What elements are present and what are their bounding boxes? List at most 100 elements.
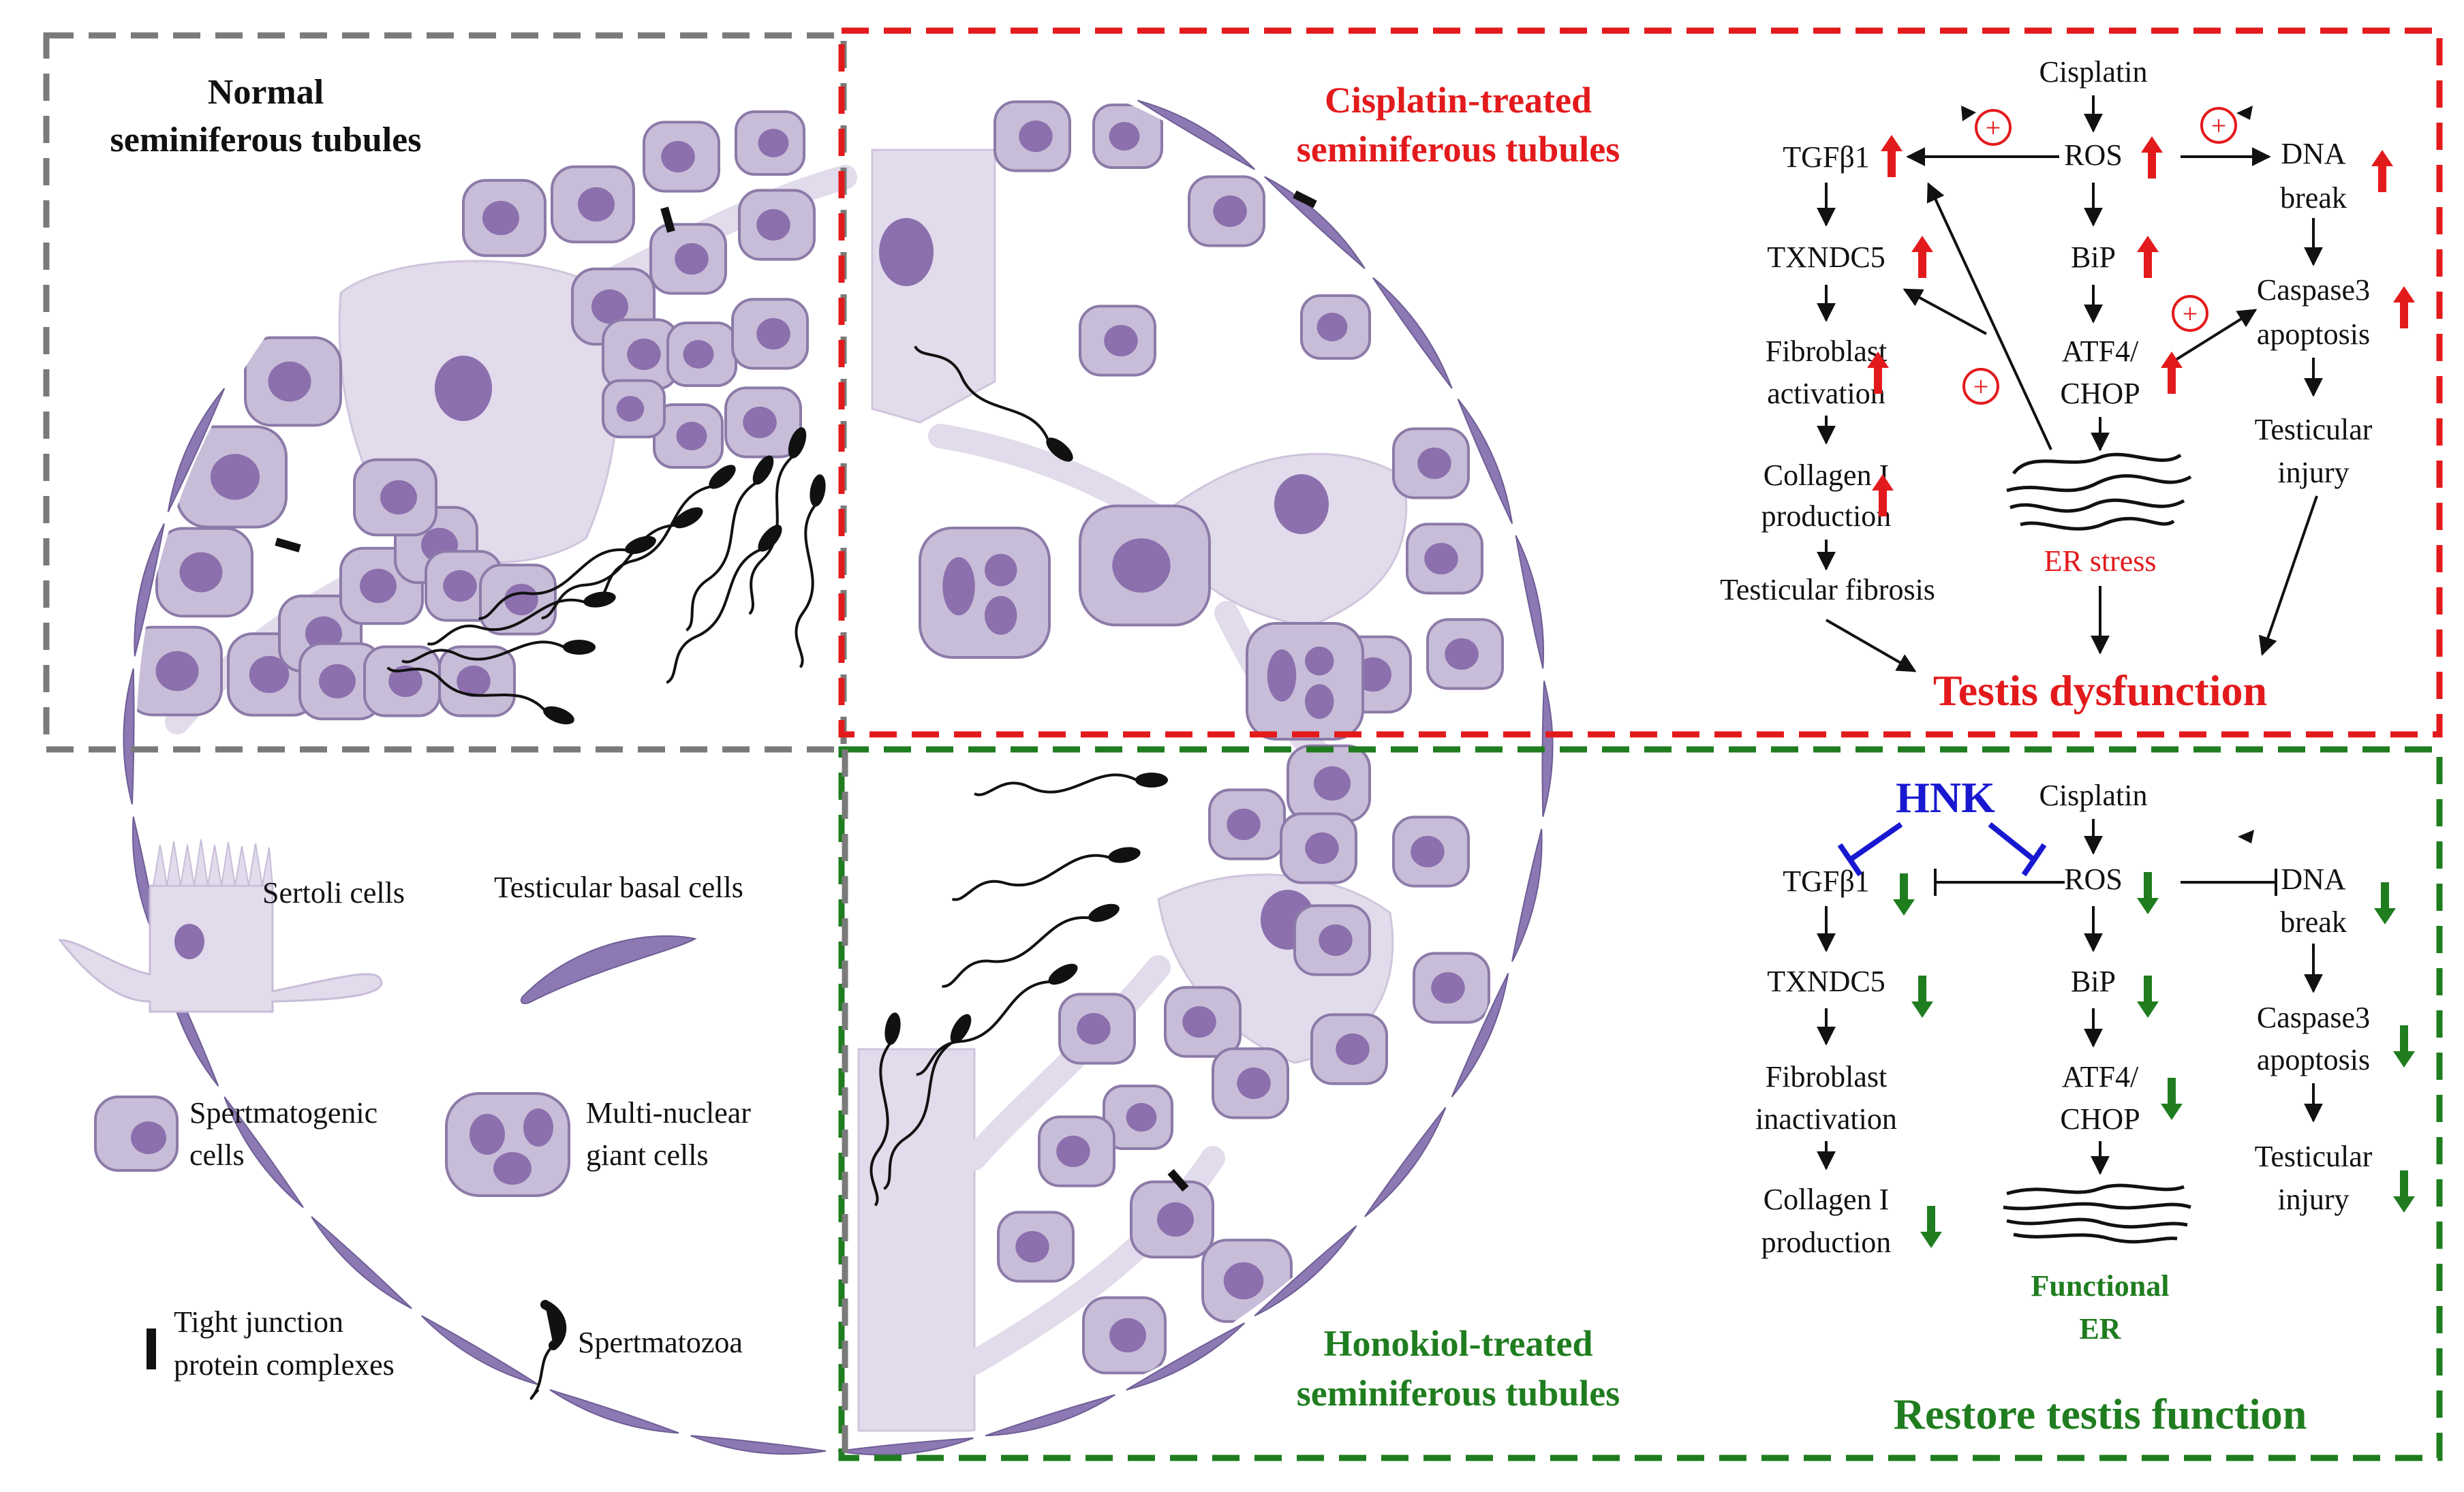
bottom-fibroblast-2: inactivation [1755, 1102, 1897, 1136]
basal-cell-legend-icon [520, 935, 697, 1004]
basal-cell [1511, 828, 1543, 962]
spermatozoon [942, 903, 1120, 988]
germ-cell [1079, 305, 1156, 377]
germ-cell [462, 178, 546, 258]
bottom-fibroblast-1: Fibroblast [1766, 1060, 1887, 1093]
top-small-arrowheads [1961, 106, 2253, 121]
cisplatin-panel-frame [838, 27, 2443, 738]
germ-cell [643, 121, 720, 193]
normal-subtitle: seminiferous tubules [110, 121, 422, 159]
bottom-collagen-2: production [1761, 1226, 1892, 1259]
basal-cell [1515, 535, 1545, 669]
panel-frames [43, 27, 2443, 1461]
germ-cell [1103, 1085, 1173, 1150]
germ-cell [176, 425, 288, 529]
spermatozoa-legend-icon [529, 1300, 567, 1400]
top-atf4-2: CHOP [2060, 377, 2140, 410]
germ-cell [1426, 618, 1504, 690]
germ-cell [731, 298, 809, 370]
legend-spermatogenic-label-1: Spertmatogenic [189, 1096, 378, 1130]
basal-cell [837, 1437, 974, 1456]
germ-cell [1293, 904, 1371, 976]
legend-giant-label-1: Multi-nuclear [586, 1096, 751, 1130]
bottom-atf4-2: CHOP [2060, 1102, 2140, 1136]
germ-cell [1287, 744, 1371, 823]
top-collagen-2: production [1761, 499, 1892, 533]
germ-cell [1188, 175, 1265, 247]
germ-cell [1280, 812, 1357, 884]
top-up-arrows [1867, 135, 2415, 516]
bottom-outcome: Restore testis function [1894, 1390, 2307, 1438]
bottom-er-2: ER [2079, 1312, 2121, 1346]
bottom-arrows [1817, 819, 2323, 1175]
top-caspase-1: Caspase3 [2257, 273, 2370, 307]
top-er-stress: ER stress [2044, 544, 2157, 578]
top-cisplatin: Cisplatin [2039, 55, 2148, 89]
bottom-dna-2: break [2280, 905, 2347, 939]
spermatozoon [795, 474, 826, 668]
tight-junction-marks [275, 190, 1317, 1192]
cisplatin-title: Cisplatin-treated [1325, 80, 1592, 121]
cisplatin-pathway: Cisplatin ROS TGFβ1 DNA break TXNDC5 BiP… [1720, 55, 2415, 715]
bottom-dna-1: DNA [2281, 862, 2346, 896]
hnk-inhibitions [1837, 822, 2047, 877]
bottom-injury-1: Testicular [2255, 1140, 2373, 1173]
germ-cell [1079, 504, 1211, 627]
svg-text:+: + [1973, 371, 1989, 402]
legend-sperm-label: Spertmatozoa [578, 1326, 743, 1359]
top-plus-signs [1962, 107, 2237, 405]
basal-cell [224, 1096, 304, 1209]
basal-cell [311, 1216, 412, 1309]
spermatozoon [478, 535, 656, 620]
bottom-er-1: Functional [2031, 1269, 2170, 1303]
germ-cell [735, 110, 805, 176]
top-fibrosis: Testicular fibrosis [1720, 573, 1935, 606]
top-injury-2: injury [2277, 456, 2349, 489]
legend-basal-label: Testicular basal cells [494, 871, 743, 904]
germ-cell [1392, 815, 1470, 888]
germ-cell [994, 100, 1071, 172]
germ-cell [724, 386, 802, 459]
germ-cell [1208, 788, 1286, 860]
bottom-cisplatin: Cisplatin [2039, 779, 2148, 812]
legend-tight-label-1: Tight junction [174, 1305, 343, 1339]
legend-tight-label-2: protein complexes [174, 1348, 395, 1382]
basal-cell [1364, 1107, 1447, 1217]
spermatozoon [685, 455, 774, 632]
bottom-txndc5: TXNDC5 [1767, 965, 1885, 998]
spermatozoon [916, 963, 1078, 1076]
bottom-caspase-1: Caspase3 [2257, 1001, 2370, 1034]
spermatozoon [914, 345, 1073, 462]
germ-cell [244, 336, 342, 427]
cisplatin-subtitle: seminiferous tubules [1297, 129, 1620, 170]
germ-cell [298, 642, 383, 721]
top-tgf: TGFβ1 [1783, 140, 1870, 174]
basal-cell [134, 523, 165, 657]
bottom-atf4-1: ATF4/ [2062, 1060, 2139, 1093]
germ-cell [1038, 1115, 1115, 1187]
spermatozoon [748, 427, 807, 615]
legend-sertoli-label: Sertoli cells [262, 876, 405, 910]
germ-cell [1058, 993, 1136, 1065]
bottom-down-arrows [1893, 872, 2415, 1248]
spermatozoon [401, 640, 596, 664]
bottom-ros: ROS [2064, 862, 2123, 896]
basal-cell [1451, 973, 1509, 1098]
germ-cell [1310, 1013, 1388, 1085]
basal-cell [1126, 1322, 1246, 1391]
top-dna-2: break [2280, 181, 2347, 215]
legend: Sertoli cells Testicular basal cells Spe… [57, 839, 751, 1400]
giant-cell-legend-icon [445, 1092, 570, 1197]
top-outcome: Testis dysfunction [1933, 666, 2267, 715]
germ-cell-layer [136, 100, 1504, 1375]
germ-cell [155, 527, 253, 618]
germ-cell [136, 625, 223, 717]
germ-cell [1406, 523, 1483, 595]
basal-cell [1541, 681, 1554, 817]
honokiol-panel-frame [838, 746, 2443, 1461]
germ-cell [1082, 1296, 1167, 1375]
germ-cell [1212, 1047, 1289, 1119]
germ-cell [1300, 294, 1371, 360]
top-ros: ROS [2064, 138, 2123, 172]
